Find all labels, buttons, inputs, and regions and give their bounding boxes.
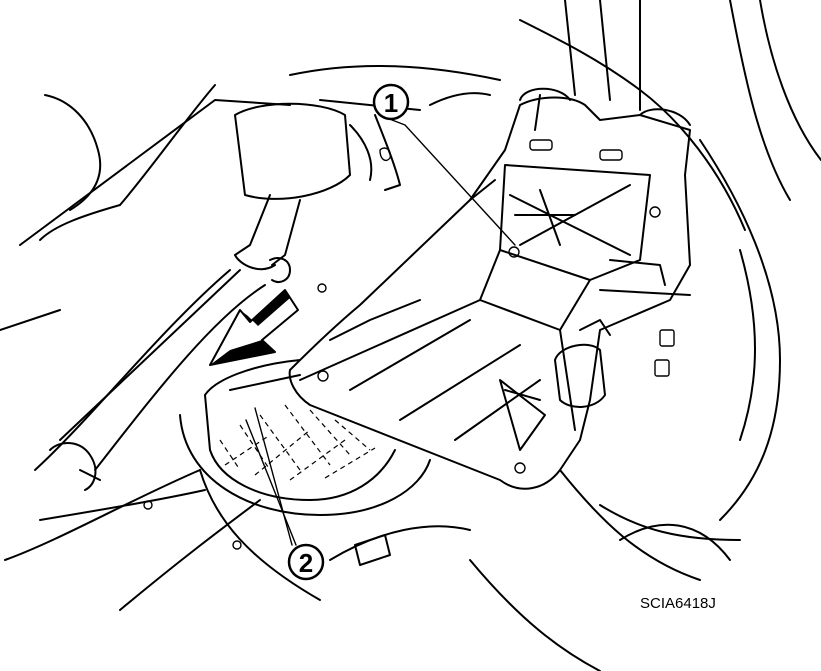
cable-assembly	[234, 102, 401, 283]
callout-1-label: 1	[384, 88, 398, 118]
callout-2: 2	[287, 543, 325, 581]
figure-code: SCIA6418J	[640, 595, 716, 612]
leader-line-1	[391, 119, 516, 246]
leader-line-2b	[245, 419, 297, 546]
bracket-assembly	[288, 87, 691, 490]
callout-1: 1	[372, 83, 410, 121]
callout-2-label: 2	[299, 548, 313, 578]
leader-line-2a	[254, 407, 293, 546]
arrow-icon	[209, 289, 299, 366]
console-finisher	[143, 283, 431, 566]
